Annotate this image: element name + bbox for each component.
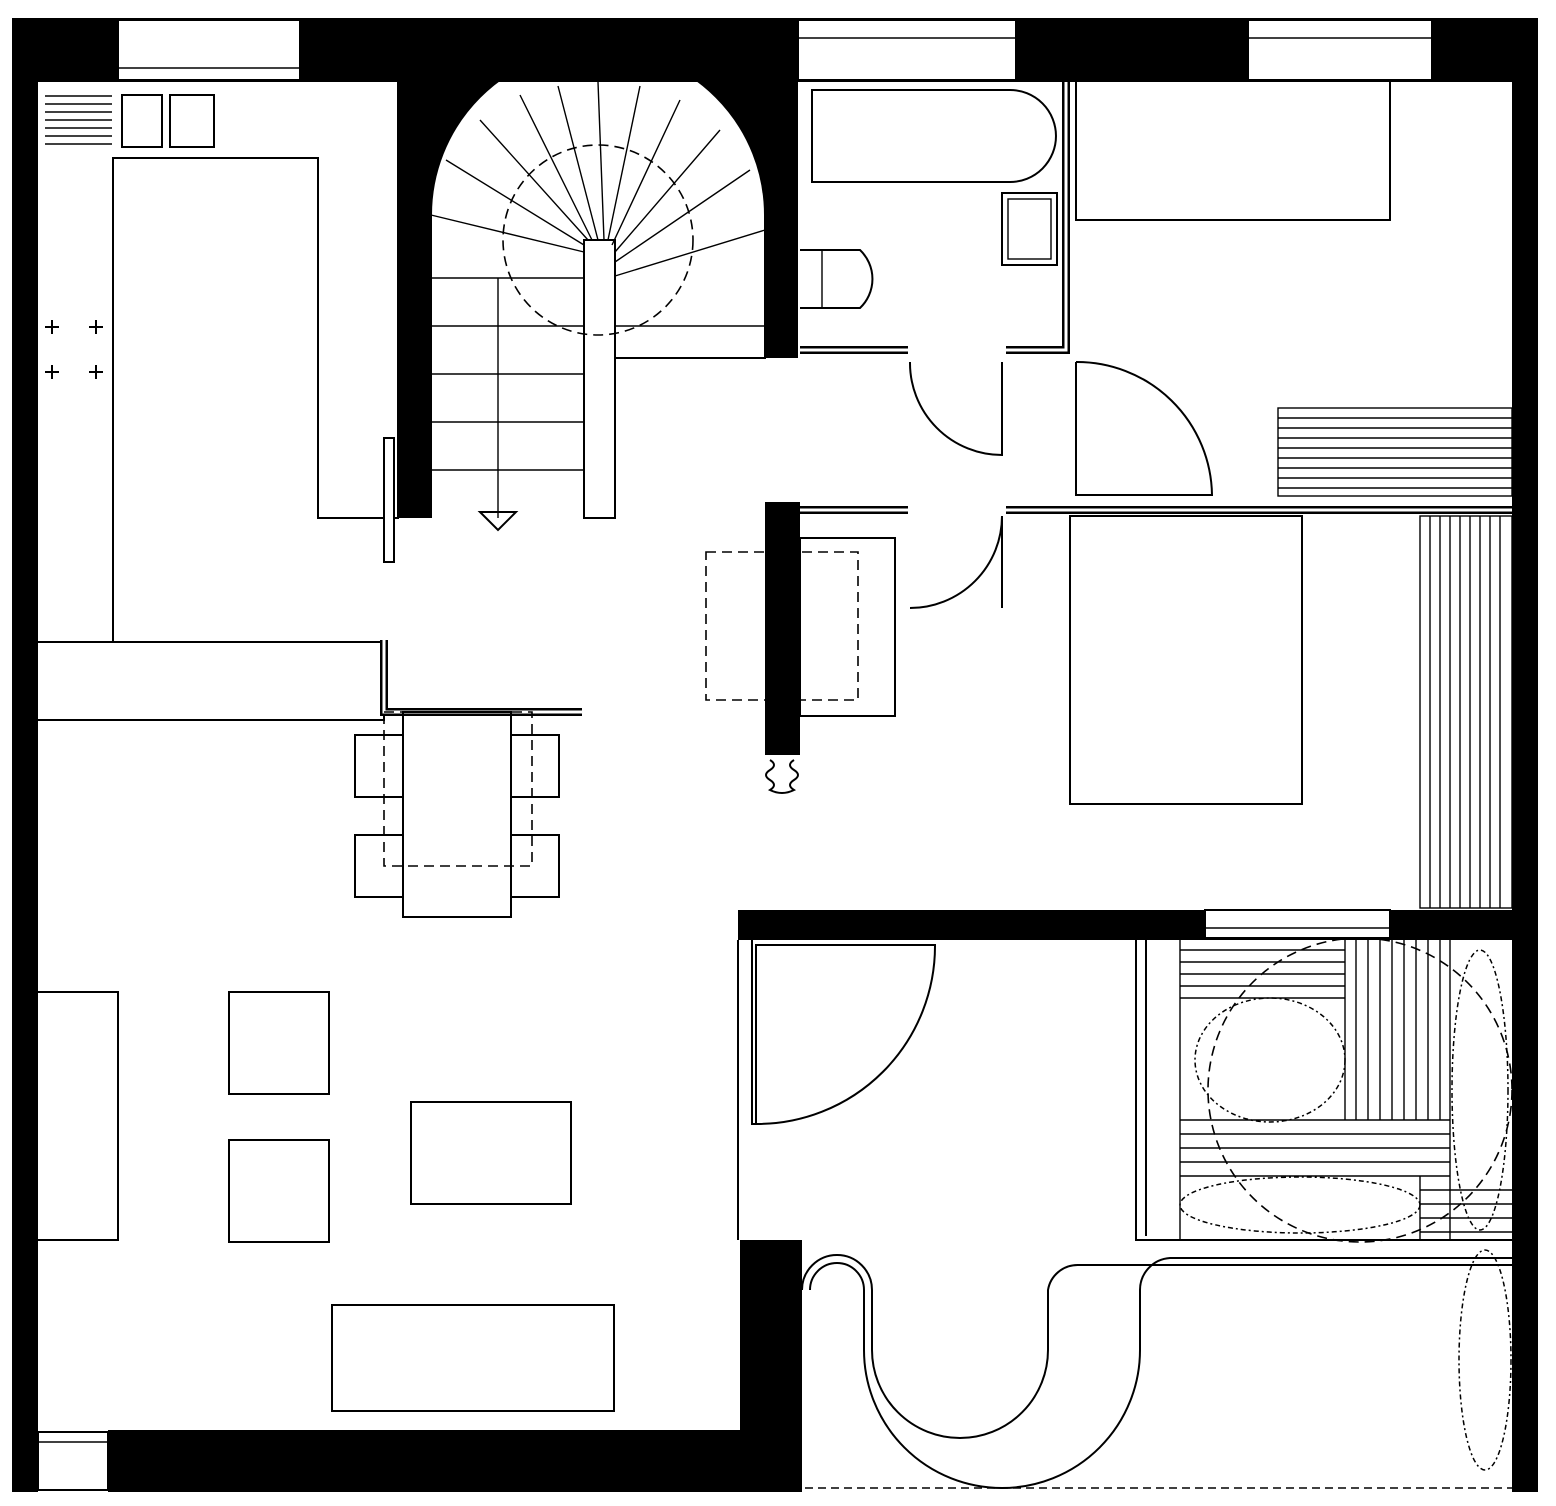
kitchen: [38, 82, 582, 721]
windows: [37, 19, 1433, 1491]
living-room: [38, 940, 739, 1412]
stove-burners-icon: [45, 320, 103, 379]
sink-icon: [45, 94, 215, 148]
bathroom: [800, 82, 1070, 457]
tree-canopy: [1207, 937, 1513, 1243]
staircase: [430, 47, 766, 532]
dining-table: [354, 711, 560, 918]
south-room: [751, 937, 1513, 1489]
bedroom-north: [1075, 82, 1513, 497]
wardrobe: [1277, 407, 1513, 497]
exterior-walls: [12, 18, 1538, 1492]
curtain-icon: [765, 759, 799, 794]
shrubs-icon: [1179, 949, 1512, 1471]
bedroom-middle: [705, 506, 1513, 909]
wardrobe: [1419, 515, 1513, 909]
